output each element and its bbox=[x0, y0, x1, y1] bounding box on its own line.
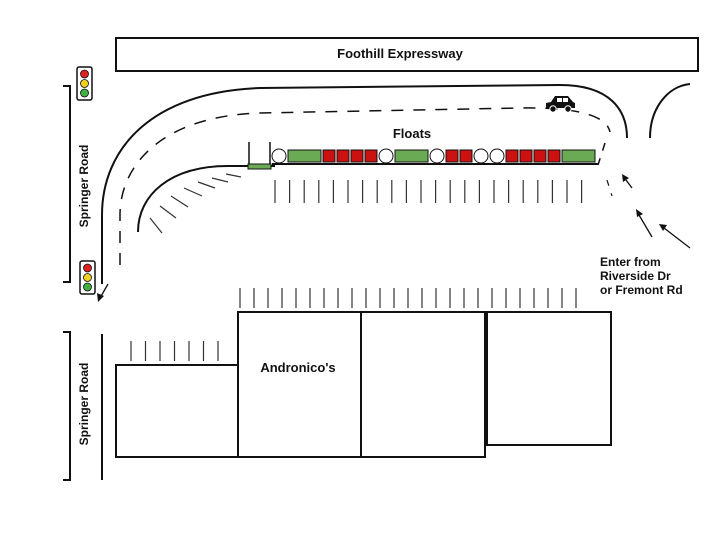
float-green bbox=[394, 149, 429, 163]
parade-route bbox=[101, 83, 691, 284]
float-red bbox=[533, 149, 547, 163]
traffic-light-icon bbox=[79, 260, 96, 295]
arrow-icon bbox=[636, 209, 653, 238]
road-label-top: Springer Road bbox=[77, 145, 91, 228]
parking-stripe bbox=[149, 217, 163, 234]
building-andronicos bbox=[237, 311, 362, 458]
float-white bbox=[378, 148, 394, 164]
building-middle bbox=[360, 311, 486, 458]
float-white bbox=[489, 148, 505, 164]
parking-stripe bbox=[211, 177, 229, 183]
parking-stripe bbox=[225, 173, 242, 178]
entry-line-3: or Fremont Rd bbox=[600, 283, 683, 297]
arrow-icon bbox=[622, 174, 633, 189]
float-green bbox=[287, 149, 322, 163]
floats-row bbox=[271, 148, 596, 164]
buildings bbox=[115, 311, 612, 458]
parking-stripe bbox=[183, 187, 203, 197]
store-label: Andronico's bbox=[260, 360, 335, 375]
float-white bbox=[271, 148, 287, 164]
foothill-expressway: Foothill Expressway bbox=[115, 37, 699, 72]
float-white bbox=[429, 148, 445, 164]
floats-label: Floats bbox=[393, 126, 431, 141]
float-white bbox=[473, 148, 489, 164]
float-red bbox=[519, 149, 533, 163]
arrow-icon bbox=[659, 224, 691, 249]
arrow-icon bbox=[97, 283, 109, 302]
traffic-light-icon bbox=[76, 66, 93, 101]
entry-line-2: Riverside Dr bbox=[600, 269, 671, 283]
building-right bbox=[486, 311, 612, 446]
entry-note: Enter from Riverside Dr or Fremont Rd bbox=[600, 255, 683, 297]
parking-stripes bbox=[130, 173, 583, 361]
float-red bbox=[364, 149, 378, 163]
car-icon bbox=[546, 96, 575, 113]
road-label-bottom: Springer Road bbox=[77, 363, 91, 446]
staging-marker bbox=[247, 142, 272, 170]
entry-line-1: Enter from bbox=[600, 255, 661, 269]
parking-stripe bbox=[197, 181, 216, 189]
float-red bbox=[350, 149, 364, 163]
springer-road-top: Springer Road bbox=[63, 85, 91, 283]
highway-label: Foothill Expressway bbox=[337, 46, 463, 61]
floats-area: Floats bbox=[271, 126, 598, 165]
float-red bbox=[459, 149, 473, 163]
float-red bbox=[322, 149, 336, 163]
float-red bbox=[445, 149, 459, 163]
springer-road-bottom: Springer Road bbox=[63, 331, 103, 481]
float-green bbox=[561, 149, 596, 163]
building-left bbox=[115, 364, 239, 458]
float-red bbox=[547, 149, 561, 163]
parking-stripe bbox=[170, 195, 189, 208]
parking-stripe bbox=[159, 205, 177, 219]
float-red bbox=[336, 149, 350, 163]
float-red bbox=[505, 149, 519, 163]
